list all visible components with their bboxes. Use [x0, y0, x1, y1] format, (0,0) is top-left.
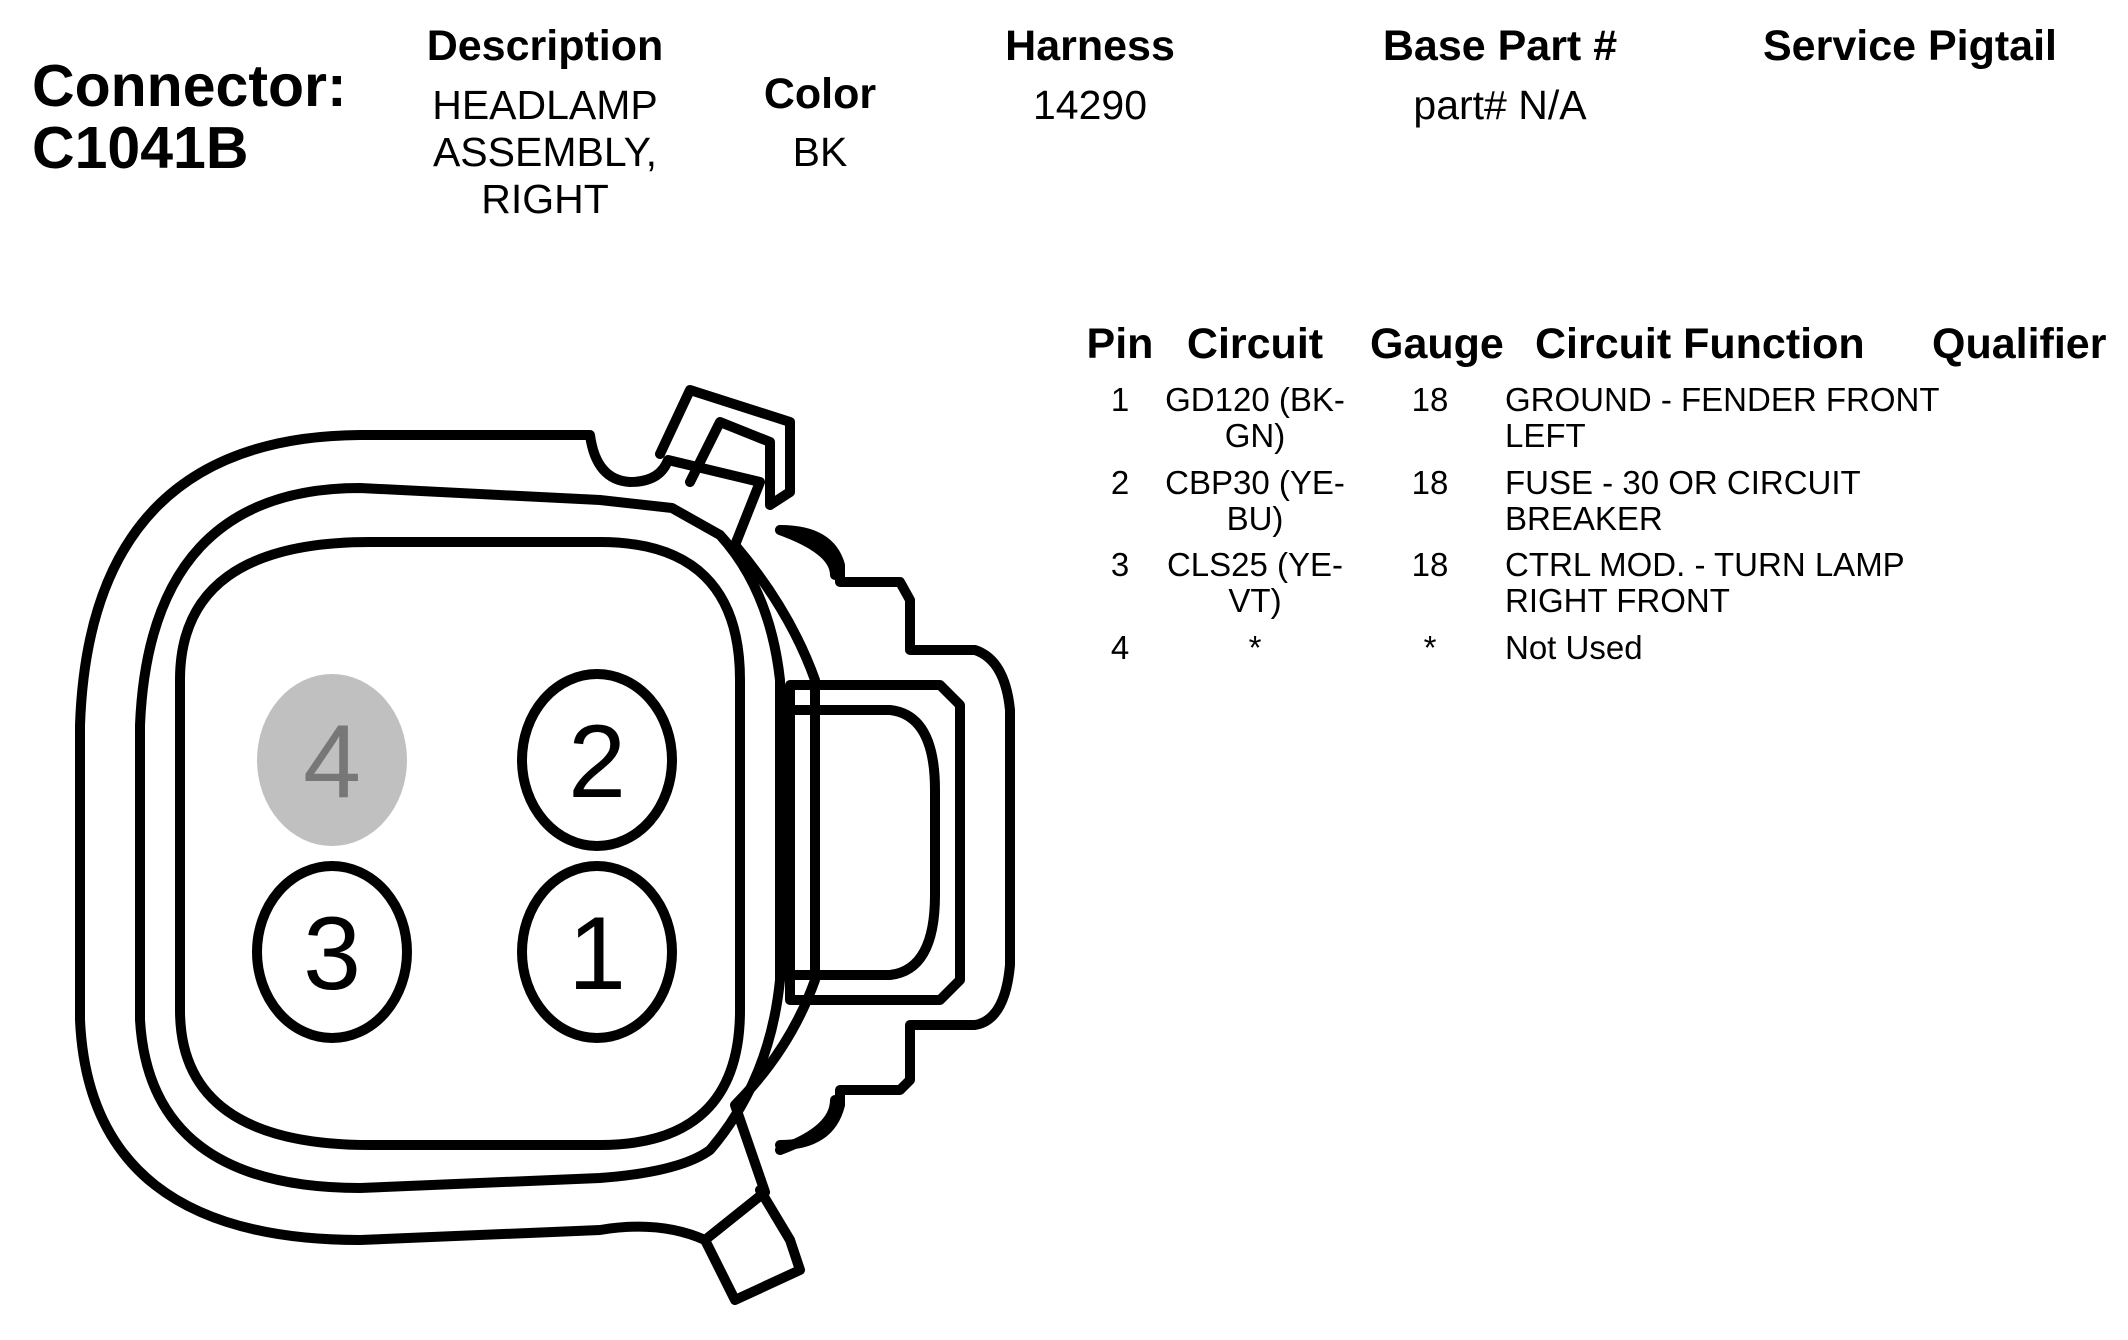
table-row-gauge: 18	[1411, 381, 1449, 418]
pin-circle	[257, 674, 407, 846]
table-header-pin: Pin	[1086, 320, 1154, 368]
table-header-circuit: Circuit	[1186, 320, 1324, 368]
connector-title: Connector: C1041B	[32, 55, 347, 179]
table-row-circuit: CBP30 (YE- BU)	[1160, 465, 1350, 537]
pin-cavity-1: 1	[517, 861, 677, 1043]
connector-face-diagram: 4 2 3 1	[75, 385, 1015, 1305]
base-part-header: Base Part #	[1382, 22, 1618, 70]
harness-value: 14290	[1032, 82, 1147, 128]
table-row-function: GROUND - FENDER FRONT LEFT	[1505, 382, 1965, 454]
circuit-line: CBP30 (YE-	[1165, 464, 1345, 501]
connector-inner-cavity	[175, 537, 745, 1150]
pin-cavity-3: 3	[252, 861, 412, 1043]
table-row-function: CTRL MOD. - TURN LAMP RIGHT FRONT	[1505, 547, 1965, 619]
table-row-function: Not Used	[1505, 630, 1965, 666]
description-line: RIGHT	[481, 176, 609, 222]
function-line: RIGHT FRONT	[1505, 582, 1730, 619]
circuit-line: *	[1248, 629, 1262, 666]
connector-mid-shell	[135, 483, 785, 1193]
table-row-gauge: 18	[1411, 546, 1449, 583]
service-pigtail-header: Service Pigtail	[1763, 22, 2057, 70]
pin-label: 2	[568, 704, 626, 820]
description-line: HEADLAMP	[432, 82, 658, 128]
pin-cavity-4: 4	[257, 674, 407, 846]
connector-latch-upper	[655, 385, 795, 510]
circuit-line: CLS25 (YE-	[1166, 546, 1344, 583]
pin-label: 3	[303, 896, 361, 1012]
connector-side-bump-top	[775, 525, 840, 580]
base-part-value: part# N/A	[1413, 82, 1587, 128]
connector-side-lock-inner	[785, 705, 940, 980]
function-line: GROUND - FENDER FRONT	[1505, 381, 1940, 418]
circuit-line: GN)	[1224, 417, 1286, 454]
function-line: LEFT	[1505, 417, 1586, 454]
pin-cavity-2: 2	[517, 669, 677, 851]
color-header: Color	[763, 70, 877, 118]
pin-label: 1	[568, 896, 626, 1012]
table-row-circuit: *	[1160, 630, 1350, 666]
pin-circle	[517, 861, 677, 1043]
connector-side-lock-outer	[785, 680, 965, 1005]
connector-side-bump-bottom	[775, 1095, 840, 1155]
function-line: BREAKER	[1505, 500, 1663, 537]
table-row-gauge: *	[1423, 629, 1437, 666]
table-header-qualifier: Qualifier	[1932, 320, 2107, 368]
description-line: ASSEMBLY,	[432, 129, 658, 175]
pin-label: 4	[303, 704, 361, 820]
table-row-pin: 1	[1110, 381, 1130, 418]
function-line: Not Used	[1505, 629, 1643, 666]
function-line: CTRL MOD. - TURN LAMP	[1505, 546, 1905, 583]
table-header-gauge: Gauge	[1370, 320, 1504, 368]
table-row-gauge: 18	[1411, 464, 1449, 501]
color-value: BK	[792, 129, 848, 175]
connector-outer-shell	[75, 430, 820, 1245]
pin-circle	[517, 669, 677, 851]
circuit-line: VT)	[1228, 582, 1282, 619]
table-row-function: FUSE - 30 OR CIRCUIT BREAKER	[1505, 465, 1965, 537]
table-header-circuit-function: Circuit Function	[1535, 320, 1865, 368]
connector-id: C1041B	[32, 115, 249, 181]
table-row-pin: 2	[1110, 464, 1130, 501]
harness-header: Harness	[1005, 22, 1175, 70]
description-header: Description	[426, 22, 664, 70]
table-row-circuit: GD120 (BK- GN)	[1160, 382, 1350, 454]
circuit-line: BU)	[1226, 500, 1284, 537]
connector-label: Connector:	[32, 53, 347, 119]
table-row-pin: 3	[1110, 546, 1130, 583]
description-value: HEADLAMP ASSEMBLY, RIGHT	[395, 82, 695, 223]
connector-latch-lower	[700, 1185, 805, 1305]
table-row-circuit: CLS25 (YE- VT)	[1160, 547, 1350, 619]
table-row-pin: 4	[1110, 629, 1130, 666]
function-line: FUSE - 30 OR CIRCUIT	[1505, 464, 1861, 501]
pin-circle	[252, 861, 412, 1043]
circuit-line: GD120 (BK-	[1165, 381, 1345, 418]
